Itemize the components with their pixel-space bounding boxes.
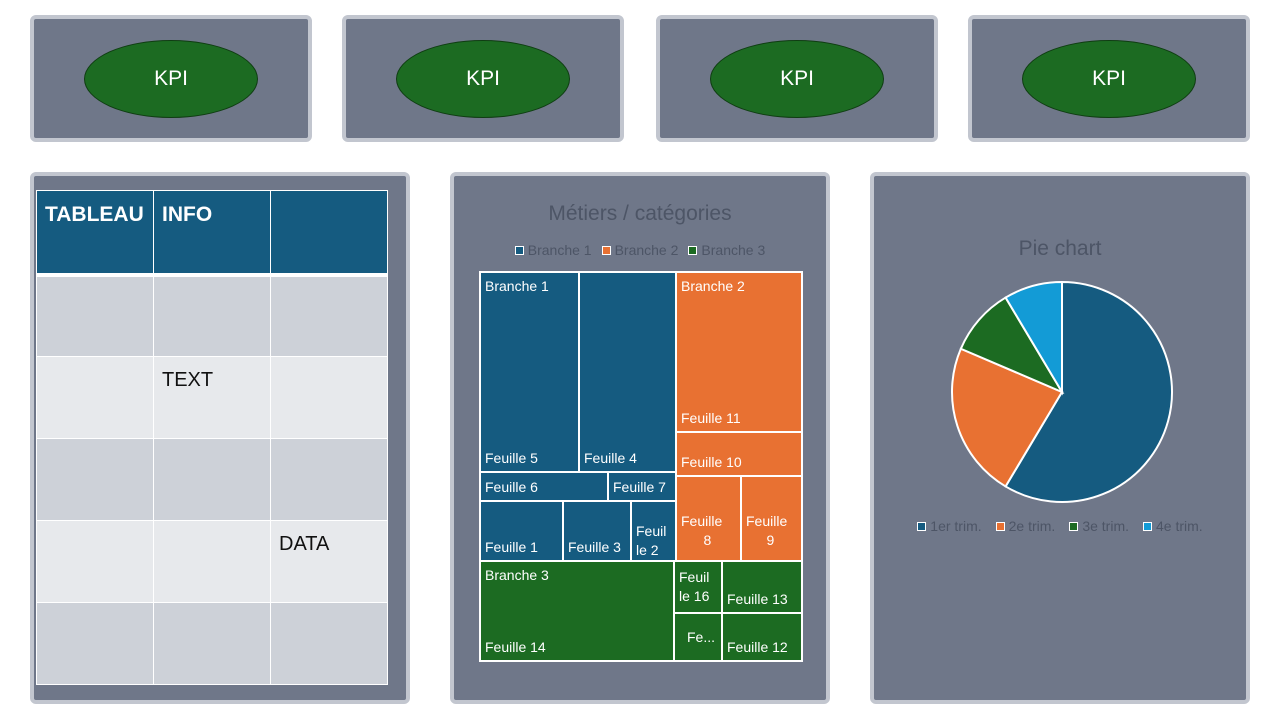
treemap-leaf-label: Feuille 3 <box>568 539 621 555</box>
treemap-leaf-label: Fe... <box>687 629 715 645</box>
legend-item: 2e trim. <box>995 518 1056 534</box>
pie-chart <box>951 280 1173 503</box>
kpi-oval-2: KPI <box>396 39 570 118</box>
table-cell <box>153 520 271 603</box>
legend-swatch <box>1143 521 1153 531</box>
treemap-leaf-label: Feuille 7 <box>613 479 666 495</box>
treemap-legend: Branche 1 Branche 2 Branche 3 <box>454 242 826 258</box>
kpi-card-3: KPI <box>656 15 938 142</box>
treemap-leaf-label: Feuille 11 <box>681 410 741 426</box>
legend-label: Branche 2 <box>614 242 679 258</box>
table-cell <box>270 356 388 439</box>
treemap-leaf-label: Feuille 10 <box>681 454 742 470</box>
legend-swatch <box>917 521 927 531</box>
treemap-leaf <box>673 612 723 662</box>
legend-item: 4e trim. <box>1143 518 1203 534</box>
legend-item: Branche 2 <box>601 242 679 258</box>
treemap-leaf <box>578 271 677 473</box>
table-row: TEXT <box>36 356 388 439</box>
treemap-branch-label: Branche 2 <box>681 278 745 294</box>
legend-label: Branche 3 <box>701 242 766 258</box>
treemap-branch-label: Branche 1 <box>485 278 549 294</box>
legend-label: 2e trim. <box>1008 518 1056 534</box>
treemap-chart: Feuille 5 Feuille 4 Feuille 6 Feuille 7 Feui… <box>479 271 803 662</box>
pie-panel: Pie chart 1er trim. 2e trim. 3e trim. 4e… <box>870 172 1250 704</box>
treemap-leaf <box>675 271 803 433</box>
treemap-panel: Métiers / catégories Branche 1 Branche 2… <box>450 172 830 704</box>
legend-label: 3e trim. <box>1082 518 1130 534</box>
treemap-title: Métiers / catégories <box>548 202 732 225</box>
table-cell <box>36 602 154 685</box>
legend-item: 3e trim. <box>1069 518 1129 534</box>
table-row <box>36 438 388 521</box>
kpi-card-2: KPI <box>342 15 624 142</box>
table-cell <box>153 438 271 521</box>
treemap-leaf <box>675 431 803 477</box>
kpi-oval-4: KPI <box>1022 39 1196 118</box>
pie-slice <box>1004 280 1063 396</box>
table-cell: DATA <box>270 520 388 603</box>
legend-swatch <box>995 521 1005 531</box>
treemap-leaf-label: Feuille 6 <box>485 479 538 495</box>
table-cell <box>36 356 154 439</box>
table-cell <box>36 438 154 521</box>
legend-swatch <box>514 245 524 255</box>
table-cell <box>270 602 388 685</box>
table-cell <box>153 274 271 357</box>
treemap-leaf-label: Feuille 5 <box>485 450 538 466</box>
table-header-row: TABLEAU INFO <box>36 190 388 277</box>
table-cell <box>153 602 271 685</box>
treemap-leaf-label: Feuille 13 <box>727 591 788 607</box>
table-cell <box>36 520 154 603</box>
pie-slice <box>1004 280 1173 503</box>
kpi-oval-3: KPI <box>710 39 884 118</box>
table-header-cell <box>270 190 388 277</box>
treemap-leaf <box>740 475 803 562</box>
table-cell <box>270 438 388 521</box>
treemap-leaf-label: Feuille 4 <box>584 450 637 466</box>
table-cell <box>36 274 154 357</box>
info-table: TABLEAU INFO TEXT DATA <box>36 190 388 685</box>
treemap-leaf-label: Feuille 12 <box>727 639 788 655</box>
legend-label: 1er trim. <box>930 518 982 534</box>
table-header-cell: TABLEAU <box>36 190 154 277</box>
pie-legend: 1er trim. 2e trim. 3e trim. 4e trim. <box>874 518 1246 534</box>
treemap-leaf-label: Feuille 14 <box>485 639 546 655</box>
table-header-cell: INFO <box>153 190 271 277</box>
table-cell: TEXT <box>153 356 271 439</box>
table-row <box>36 274 388 357</box>
table-row <box>36 602 388 685</box>
legend-item: Branche 3 <box>688 242 765 258</box>
treemap-leaf <box>721 560 803 614</box>
legend-label: 4e trim. <box>1156 518 1203 534</box>
kpi-card-1: KPI <box>30 15 312 142</box>
kpi-oval-1: KPI <box>84 39 258 118</box>
kpi-card-4: KPI <box>968 15 1250 142</box>
treemap-branch-label: Branche 3 <box>485 567 549 583</box>
pie-title: Pie chart <box>1018 237 1102 260</box>
legend-item: Branche 1 <box>514 242 592 258</box>
pie-slice <box>951 347 1064 488</box>
legend-swatch <box>1069 521 1079 531</box>
treemap-leaf <box>479 271 580 473</box>
legend-label: Branche 1 <box>527 242 592 258</box>
table-cell <box>270 274 388 357</box>
treemap-leaf <box>721 612 803 662</box>
table-row: DATA <box>36 520 388 603</box>
table-panel: TABLEAU INFO TEXT DATA <box>30 172 410 704</box>
treemap-leaf <box>479 560 675 662</box>
treemap-leaf-label: Feuille 1 <box>485 539 538 555</box>
legend-item: 1er trim. <box>917 518 982 534</box>
legend-swatch <box>688 245 698 255</box>
legend-swatch <box>601 245 611 255</box>
